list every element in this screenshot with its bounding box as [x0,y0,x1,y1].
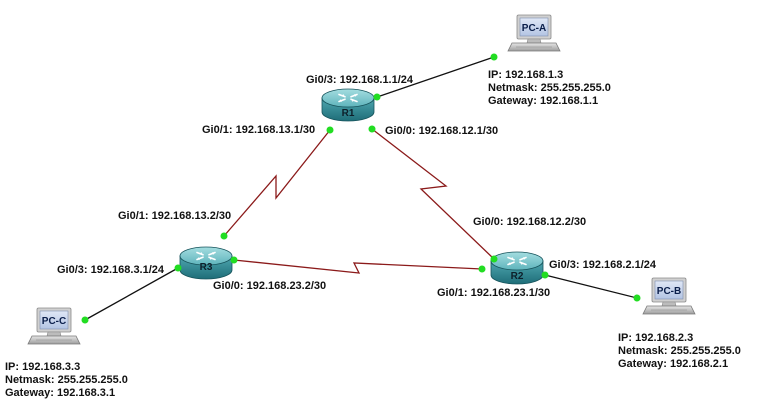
router-r3[interactable]: R3 [179,246,233,280]
serial-link-r1-r3 [223,129,331,237]
pc-name: PC-B [657,286,681,297]
port-dot [230,256,238,264]
ethernet-link-r2-pcb [544,274,638,299]
ethernet-link-r1-pca [376,56,495,98]
port-dot [174,264,182,272]
port-dot [81,316,89,324]
pc-c[interactable]: PC-C [27,307,81,345]
pc-b[interactable]: PC-B [642,277,696,315]
pc-name: PC-C [42,316,66,327]
pc-gateway: Gateway: 192.168.3.1 [5,387,115,399]
interface-label-r1-gi01: Gi0/1: 192.168.13.1/30 [202,124,315,136]
pc-ip: IP: 192.168.1.3 [488,69,563,81]
interface-label-r3-gi00: Gi0/0: 192.168.23.2/30 [213,280,326,292]
pc-gateway: Gateway: 192.168.2.1 [618,358,728,370]
port-dot [478,265,486,273]
port-dot [490,255,498,263]
port-dots [81,53,641,324]
pc-ip: IP: 192.168.3.3 [5,361,80,373]
interface-label-r2-gi00: Gi0/0: 192.168.12.2/30 [473,216,586,228]
pc-netmask: Netmask: 255.255.255.0 [488,82,611,94]
interface-label-r1-gi00: Gi0/0: 192.168.12.1/30 [385,125,498,137]
router-r2[interactable]: R2 [490,251,544,285]
serial-link-r3-r2 [233,259,483,274]
port-dot [326,126,334,134]
interface-label-r3-gi03: Gi0/3: 192.168.3.1/24 [57,264,165,276]
pc-gateway: Gateway: 192.168.1.1 [488,95,598,107]
pc-netmask: Netmask: 255.255.255.0 [618,345,741,357]
pc-a-info: IP: 192.168.1.3 Netmask: 255.255.255.0 G… [488,69,611,107]
router-r1[interactable]: R1 [321,88,375,122]
router-name: R1 [342,108,355,119]
port-dot [368,125,376,133]
pc-ip: IP: 192.168.2.3 [618,332,693,344]
router-name: R2 [511,271,524,282]
port-dot [373,93,381,101]
pc-a[interactable]: PC-A [507,14,561,52]
pc-name: PC-A [522,23,546,34]
pc-netmask: Netmask: 255.255.255.0 [5,374,128,386]
interface-label-r1-gi03: Gi0/3: 192.168.1.1/24 [306,74,414,86]
interface-label-r3-gi01: Gi0/1: 192.168.13.2/30 [118,210,231,222]
pc-b-info: IP: 192.168.2.3 Netmask: 255.255.255.0 G… [618,332,741,370]
interface-label-r2-gi01: Gi0/1: 192.168.23.1/30 [437,287,550,299]
port-dot [633,294,641,302]
links [84,56,638,321]
router-name: R3 [200,262,213,273]
pc-c-info: IP: 192.168.3.3 Netmask: 255.255.255.0 G… [5,361,128,399]
port-dot [490,53,498,61]
interface-label-r2-gi03: Gi0/3: 192.168.2.1/24 [549,259,657,271]
port-dot [220,232,228,240]
port-dot [541,271,549,279]
serial-link-r1-r2 [371,128,495,260]
ethernet-link-r3-pcc [84,267,179,321]
